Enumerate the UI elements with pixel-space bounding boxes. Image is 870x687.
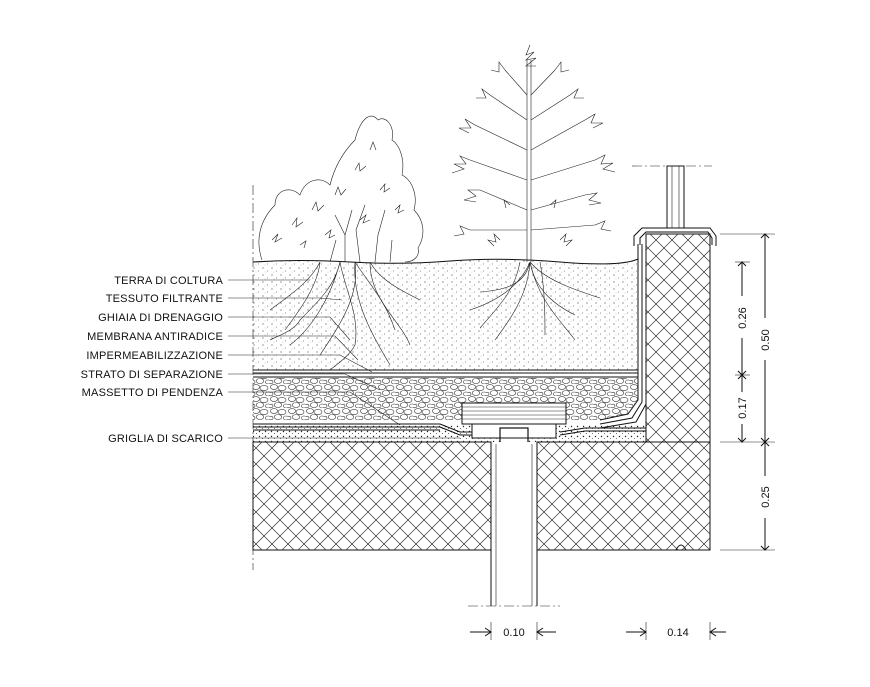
plant-roots: [269, 261, 601, 371]
drainage-gravel: [253, 372, 638, 420]
horizontal-dimensions: 0.10 0.14: [470, 622, 726, 640]
shrub-illustration: [258, 115, 424, 263]
dim-slab-depth: 0.25: [760, 486, 772, 507]
dim-total-depth: 0.50: [760, 329, 772, 350]
label-filter-fabric: TESSUTO FILTRANTE: [106, 293, 223, 305]
concrete-slab: [252, 441, 711, 551]
dim-pipe-width: 0.10: [503, 627, 524, 639]
tree-illustration: [451, 44, 616, 262]
label-separation-layer: STRATO DI SEPARAZIONE: [81, 369, 223, 381]
label-slope-screed: MASSETTO DI PENDENZA: [82, 387, 224, 399]
soil-layer: [252, 258, 639, 373]
label-drainage-gravel: GHIAIA DI DRENAGGIO: [98, 312, 223, 324]
vertical-dimensions: 0.26 0.17 0.50 0.25: [720, 233, 775, 551]
dim-wall-width: 0.14: [667, 627, 688, 639]
layer-leaders: [228, 279, 460, 439]
parapet-wall: [632, 165, 717, 443]
drain-pipe: [468, 442, 560, 607]
label-root-barrier: MEMBRANA ANTIRADICE: [87, 331, 223, 343]
label-drain-grate: GRIGLIA DI SCARICO: [108, 433, 223, 445]
drain-grate: [461, 402, 567, 445]
dim-soil-depth: 0.26: [737, 307, 749, 328]
dim-gravel-depth: 0.17: [737, 397, 749, 418]
label-waterproofing: IMPERMEABILIZZAZIONE: [86, 350, 223, 362]
label-soil: TERRA DI COLTURA: [114, 275, 223, 287]
layer-labels: TERRA DI COLTURA TESSUTO FILTRANTE GHIAI…: [81, 275, 224, 445]
screed-layers: [253, 423, 646, 442]
